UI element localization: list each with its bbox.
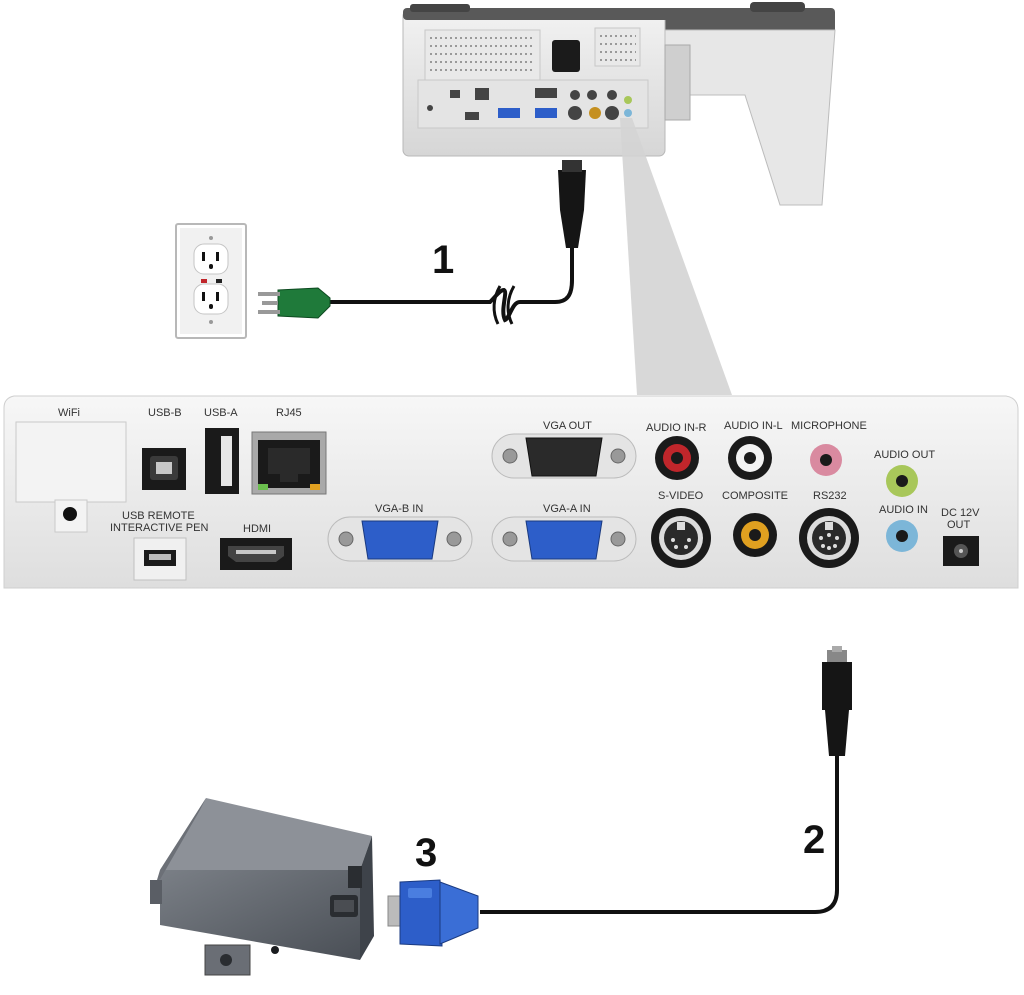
audio-in-port bbox=[886, 520, 918, 552]
microphone-port bbox=[810, 444, 842, 476]
port-label-vga-a-in: VGA-A IN bbox=[543, 503, 591, 515]
callout-2: 2 bbox=[803, 818, 825, 862]
rs232-port bbox=[799, 508, 859, 568]
dc-12v-out-port bbox=[943, 536, 979, 566]
port-label-usb-b: USB-B bbox=[148, 407, 182, 419]
zoom-indicator bbox=[620, 118, 732, 395]
port-label-rs232: RS232 bbox=[813, 490, 847, 502]
port-label-audio-out: AUDIO OUT bbox=[874, 449, 935, 461]
port-label-dc-2: OUT bbox=[947, 519, 971, 531]
audio-in-r-port bbox=[655, 436, 699, 480]
vga-a-in-port bbox=[491, 516, 637, 562]
port-label-audio-in-l: AUDIO IN-L bbox=[724, 420, 783, 432]
port-label-usb-remote-2: INTERACTIVE PEN bbox=[110, 522, 208, 534]
vga-out-port bbox=[491, 433, 637, 479]
port-label-audio-in-r: AUDIO IN-R bbox=[646, 422, 707, 434]
port-label-s-video: S-VIDEO bbox=[658, 490, 704, 502]
port-label-dc-1: DC 12V bbox=[941, 507, 980, 519]
port-label-hdmi: HDMI bbox=[243, 523, 271, 535]
audio-out-port bbox=[886, 465, 918, 497]
wall-outlet bbox=[175, 223, 247, 339]
port-label-wifi: WiFi bbox=[58, 407, 80, 419]
s-video-port bbox=[651, 508, 711, 568]
callout-1: 1 bbox=[432, 238, 454, 282]
projector-unit bbox=[402, 2, 836, 206]
port-label-usb-a: USB-A bbox=[204, 407, 238, 419]
rs232-cable bbox=[387, 646, 852, 947]
power-cord bbox=[258, 160, 586, 325]
port-label-usb-remote-1: USB REMOTE bbox=[122, 510, 195, 522]
wifi-screw-icon bbox=[63, 507, 77, 521]
port-label-rj45: RJ45 bbox=[276, 407, 302, 419]
port-label-composite: COMPOSITE bbox=[722, 490, 788, 502]
port-label-microphone: MICROPHONE bbox=[791, 420, 867, 432]
port-label-vga-out: VGA OUT bbox=[543, 420, 592, 432]
rear-panel: WiFi USB-B USB-A RJ45 USB REMOTE INTERAC… bbox=[3, 395, 1019, 589]
rs232-adapter-box bbox=[150, 798, 374, 976]
vga-b-in-port bbox=[327, 516, 473, 562]
callout-3: 3 bbox=[415, 831, 437, 875]
composite-port bbox=[733, 513, 777, 557]
port-label-vga-b-in: VGA-B IN bbox=[375, 503, 423, 515]
audio-in-l-port bbox=[728, 436, 772, 480]
port-label-audio-in: AUDIO IN bbox=[879, 504, 928, 516]
